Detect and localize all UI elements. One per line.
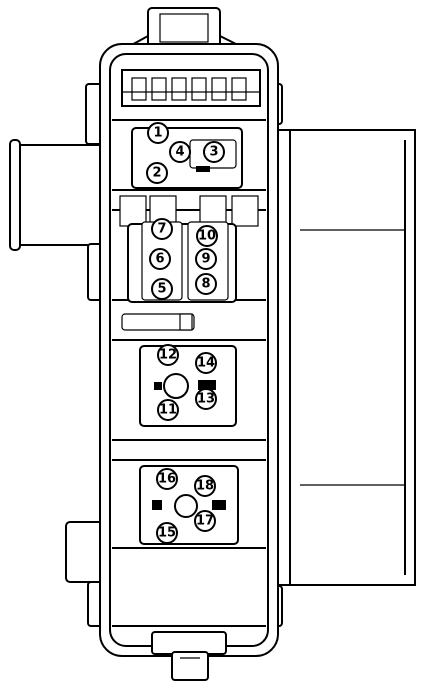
side-panel xyxy=(269,129,416,586)
connector-6-label: 6 xyxy=(155,252,164,267)
connector-11: 11 xyxy=(157,399,179,421)
connector-9: 9 xyxy=(195,248,217,270)
connector-9-label: 9 xyxy=(201,252,210,267)
connector-10: 10 xyxy=(196,225,218,247)
connector-6: 6 xyxy=(149,248,171,270)
connector-16: 16 xyxy=(156,468,178,490)
connector-14-label: 14 xyxy=(197,356,215,371)
connector-16-label: 16 xyxy=(158,472,176,487)
cable-pipe xyxy=(9,139,108,251)
relay-block-4 xyxy=(139,465,239,545)
connector-3-label: 3 xyxy=(209,145,218,160)
terminal-strip xyxy=(121,69,261,107)
connector-13: 13 xyxy=(195,388,217,410)
connector-17: 17 xyxy=(194,510,216,532)
top-clip xyxy=(125,7,245,49)
connector-5-label: 5 xyxy=(157,282,166,297)
connector-1-label: 1 xyxy=(153,126,162,141)
connector-12: 12 xyxy=(157,344,179,366)
relay-block-2 xyxy=(127,221,237,303)
connector-15: 15 xyxy=(156,522,178,544)
relay-block-3 xyxy=(139,345,237,427)
connector-1: 1 xyxy=(147,122,169,144)
connector-17-label: 17 xyxy=(196,514,214,529)
connector-14: 14 xyxy=(195,352,217,374)
connector-15-label: 15 xyxy=(158,526,176,541)
connector-18: 18 xyxy=(194,475,216,497)
connector-2: 2 xyxy=(146,162,168,184)
connector-7: 7 xyxy=(151,218,173,240)
connector-4: 4 xyxy=(169,141,191,163)
connector-18-label: 18 xyxy=(196,479,214,494)
connector-10-label: 10 xyxy=(198,229,216,244)
connector-7-label: 7 xyxy=(157,222,166,237)
connector-3: 3 xyxy=(203,141,225,163)
connector-8-label: 8 xyxy=(201,277,210,292)
connector-2-label: 2 xyxy=(152,166,161,181)
compartments xyxy=(112,119,266,627)
bottom-clip xyxy=(151,631,227,681)
connector-13-label: 13 xyxy=(197,392,215,407)
connector-5: 5 xyxy=(151,278,173,300)
connector-12-label: 12 xyxy=(159,348,177,363)
connector-4-label: 4 xyxy=(175,145,184,160)
connector-8: 8 xyxy=(195,273,217,295)
connector-11-label: 11 xyxy=(159,403,177,418)
